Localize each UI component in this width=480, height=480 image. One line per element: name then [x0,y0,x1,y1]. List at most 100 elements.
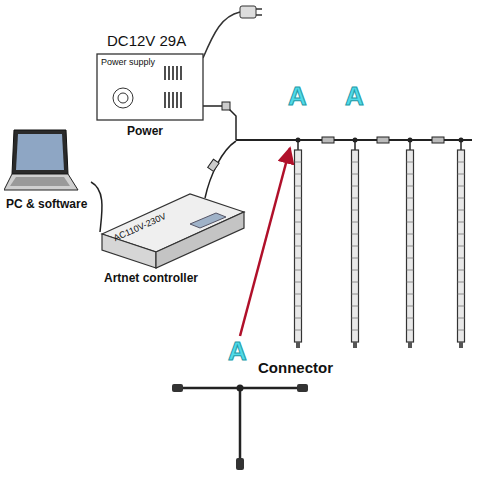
tube-segment [352,162,359,163]
tube-segment [458,198,465,199]
cable-joint [208,159,219,171]
tube-segment [352,258,359,259]
power-cable [203,106,236,140]
tube-segment [458,234,465,235]
tube-segment [352,330,359,331]
tube-segment [295,282,302,283]
tube-segment [352,282,359,283]
led-tube [352,150,359,342]
tube-segment [458,162,465,163]
callout-letter: A [345,82,364,111]
tube-segment [295,318,302,319]
connector-plug [297,384,308,392]
tube-segment [407,282,414,283]
part-label: Connector [258,360,333,377]
tube-segment [295,270,302,271]
tube-segment [352,294,359,295]
tube-segment [295,174,302,175]
tube-segment [458,294,465,295]
tube-segment [458,282,465,283]
mains-plug [240,6,256,18]
tube-junction [408,138,413,143]
cable-joint [222,102,230,110]
tube-segment [458,174,465,175]
tube-segment [352,246,359,247]
tube-segment [352,318,359,319]
tube-segment [458,330,465,331]
connector-junction [237,385,244,392]
tube-group [295,138,465,349]
tube-segment [407,294,414,295]
tube-segment [407,318,414,319]
plug-pin [256,8,262,10]
tube-junction [459,138,464,143]
tube-junction [296,138,301,143]
led-tube [295,150,302,342]
tube-segment [295,210,302,211]
tube-segment [352,186,359,187]
tube-segment [407,174,414,175]
tube-segment [352,222,359,223]
pc-laptop: PC & software [4,128,91,218]
tube-segment [407,258,414,259]
callout-letter: A [228,337,247,366]
tube-segment [295,246,302,247]
tube-segment [352,270,359,271]
tube-segment [352,174,359,175]
tube-segment [458,222,465,223]
controller-label: Artnet controller [104,272,198,286]
artnet-controller: AC110V-230VArtnet controller [98,186,248,288]
caption-label: Power [127,125,163,139]
tube-segment [295,198,302,199]
tube-segment [407,330,414,331]
rating-label: DC12V 29A [107,32,186,49]
tube-junction [353,138,358,143]
tube-segment [295,294,302,295]
line-connector [432,137,444,143]
tube-segment [458,186,465,187]
tube-segment [295,162,302,163]
tube-segment [295,330,302,331]
tube-segment [407,186,414,187]
tube-cap [353,342,357,348]
usb-cable [91,182,102,232]
connector-plug [236,458,244,470]
led-tube [407,150,414,342]
tube-cap [459,342,463,348]
pointer-arrow [240,148,290,336]
tube-segment [407,270,414,271]
tube-segment [458,246,465,247]
tube-segment [352,210,359,211]
tube-segment [458,270,465,271]
led-tube [458,150,465,342]
tube-segment [407,222,414,223]
tube-cap [408,342,412,348]
tube-segment [352,234,359,235]
tube-segment [352,198,359,199]
tube-segment [458,306,465,307]
mains-cable [203,12,240,58]
computer-label: PC & software [6,198,87,212]
tube-segment [458,210,465,211]
tube-segment [407,198,414,199]
tube-segment [458,258,465,259]
line-connector [377,137,389,143]
tube-segment [295,222,302,223]
data-cable [205,141,236,198]
tube-segment [352,306,359,307]
tube-cap [296,342,300,348]
tube-segment [407,246,414,247]
tube-segment [295,258,302,259]
tube-segment [295,306,302,307]
tube-segment [407,162,414,163]
power-supply: DC12V 29APower supplyPower [93,30,208,142]
tube-segment [458,318,465,319]
tube-segment [407,306,414,307]
plug-pin [256,14,262,16]
tube-segment [295,186,302,187]
callout-letter: A [288,82,307,111]
tube-segment [407,234,414,235]
